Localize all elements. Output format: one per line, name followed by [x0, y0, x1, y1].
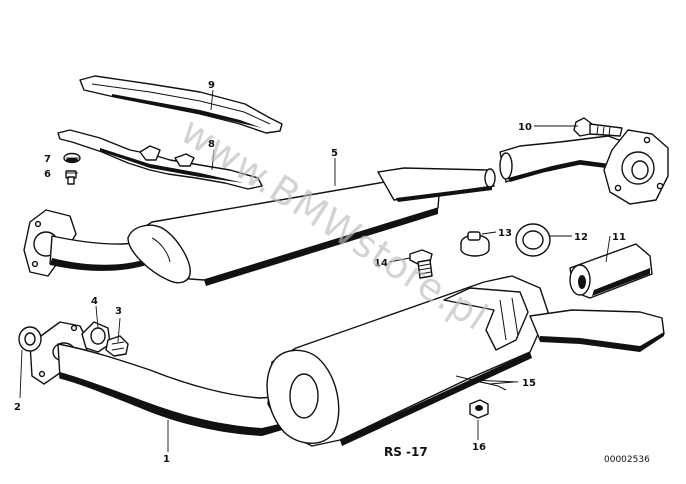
callout-11: 11: [612, 232, 626, 243]
callout-13: 13: [498, 228, 512, 239]
diagram-code: 00002536: [604, 455, 650, 465]
callout-16: 16: [472, 442, 486, 453]
callout-10: 10: [518, 122, 532, 133]
part-8-heat-shield: [57, 129, 263, 190]
callout-4: 4: [91, 296, 98, 307]
part-5-front-muffler: [23, 129, 669, 286]
callout-5: 5: [331, 148, 338, 159]
part-15-strap: [469, 379, 515, 385]
part-9-heat-shield: [79, 75, 283, 134]
callout-12: 12: [574, 232, 588, 243]
leader-lines: [19, 89, 611, 452]
callout-3: 3: [115, 306, 122, 317]
callout-labels: 9 8 5 7 6 10 11 12 13 14 4 3 2 1 15 16: [14, 80, 626, 465]
part-2-seal-ring: [18, 326, 42, 352]
callout-9: 9: [208, 80, 215, 91]
callout-14: 14: [374, 258, 388, 269]
callout-15: 15: [522, 378, 536, 389]
reference-label: RS -17: [384, 445, 428, 459]
part-13-rubber-mount: [460, 231, 490, 257]
part-3-bolt: [105, 335, 129, 357]
part-14-bolt: [409, 249, 433, 279]
callout-7: 7: [44, 154, 51, 165]
callout-8: 8: [208, 139, 215, 150]
part-10-bolt: [573, 117, 623, 137]
callout-1: 1: [163, 454, 170, 465]
callout-6: 6: [44, 169, 51, 180]
part-11-sleeve: [569, 243, 653, 299]
part-16-nut: [469, 399, 489, 419]
callout-2: 2: [14, 402, 21, 413]
part-12-gasket-ring: [515, 223, 551, 257]
part-1-rear-muffler: [29, 275, 665, 447]
